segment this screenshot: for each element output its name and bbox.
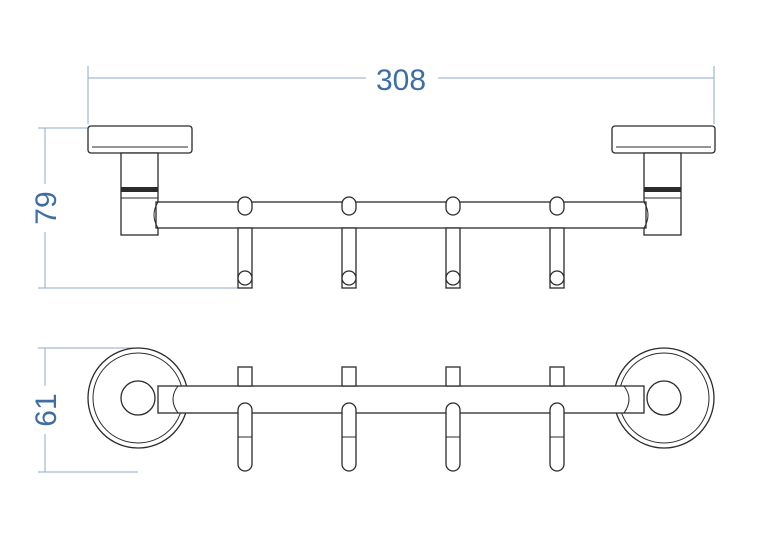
front-hook-2 — [341, 196, 357, 289]
dimension-height-front: 79 — [30, 127, 240, 289]
left-post-cap — [120, 380, 156, 416]
top-hook-4 — [549, 366, 565, 472]
dimension-width: 308 — [87, 64, 715, 124]
dimension-depth-top: 61 — [30, 347, 138, 473]
left-flange — [87, 125, 193, 154]
dimension-height-front-label: 79 — [30, 191, 63, 224]
dimension-depth-top-label: 61 — [30, 393, 63, 426]
front-bar — [155, 201, 647, 229]
top-view — [87, 347, 715, 472]
right-post-cap — [646, 380, 682, 416]
front-hook-3 — [445, 196, 461, 289]
right-flange — [611, 125, 716, 154]
top-bar — [157, 385, 645, 414]
top-hook-1 — [237, 366, 253, 472]
right-post — [643, 152, 682, 236]
front-view — [87, 125, 716, 289]
dimension-width-label: 308 — [376, 64, 426, 97]
top-hook-3 — [445, 366, 461, 472]
left-post — [120, 152, 159, 236]
front-hook-1 — [237, 196, 253, 289]
front-hook-4 — [549, 196, 565, 289]
top-hook-2 — [341, 366, 357, 472]
